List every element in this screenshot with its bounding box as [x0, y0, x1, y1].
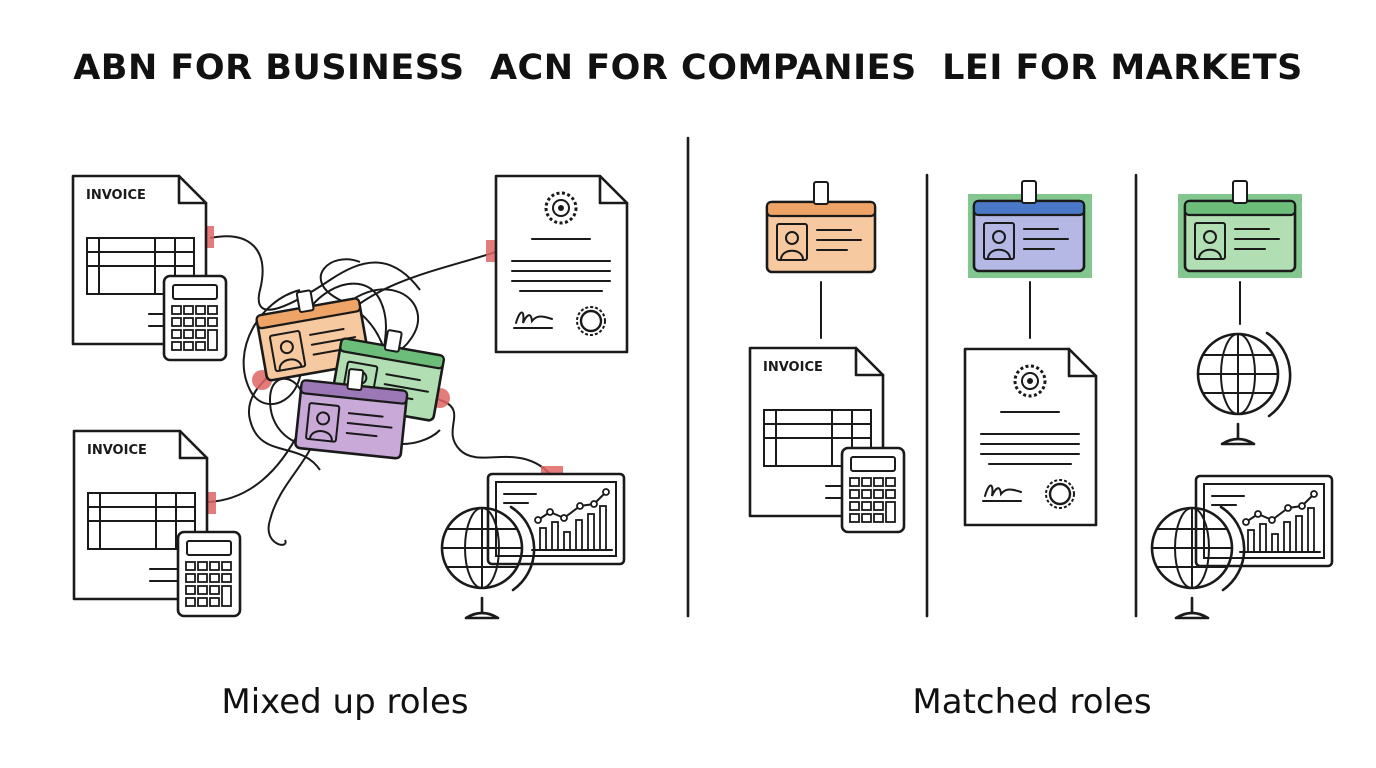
- caption-matched-roles: Matched roles: [912, 682, 1152, 722]
- chart-monitor-icon: [1194, 474, 1334, 568]
- calculator-icon: [176, 530, 242, 618]
- matched-panel: INVOICE: [748, 180, 1334, 620]
- invoice-label: INVOICE: [86, 188, 146, 203]
- id-badge-icon: [294, 368, 409, 460]
- globe-icon: [1196, 331, 1292, 446]
- invoice-label: INVOICE: [763, 360, 823, 375]
- page-title: ABN FOR BUSINESS ACN FOR COMPANIES LEI F…: [73, 48, 1303, 88]
- caption-mixed-roles: Mixed up roles: [221, 682, 469, 722]
- invoice-label: INVOICE: [87, 443, 147, 458]
- invoice-icon: INVOICE: [71, 174, 208, 346]
- invoice-icon: INVOICE: [72, 429, 209, 601]
- certificate-icon: [963, 347, 1098, 527]
- invoice-icon: INVOICE: [748, 346, 885, 518]
- certificate-icon: [494, 174, 629, 354]
- calculator-icon: [162, 274, 228, 362]
- id-badge-icon: [765, 181, 877, 274]
- mixed-panel: INVOICE INVOICE: [71, 174, 629, 620]
- calculator-icon: [840, 446, 906, 534]
- id-badge-icon: [1183, 180, 1297, 273]
- id-badge-icon: [972, 180, 1086, 273]
